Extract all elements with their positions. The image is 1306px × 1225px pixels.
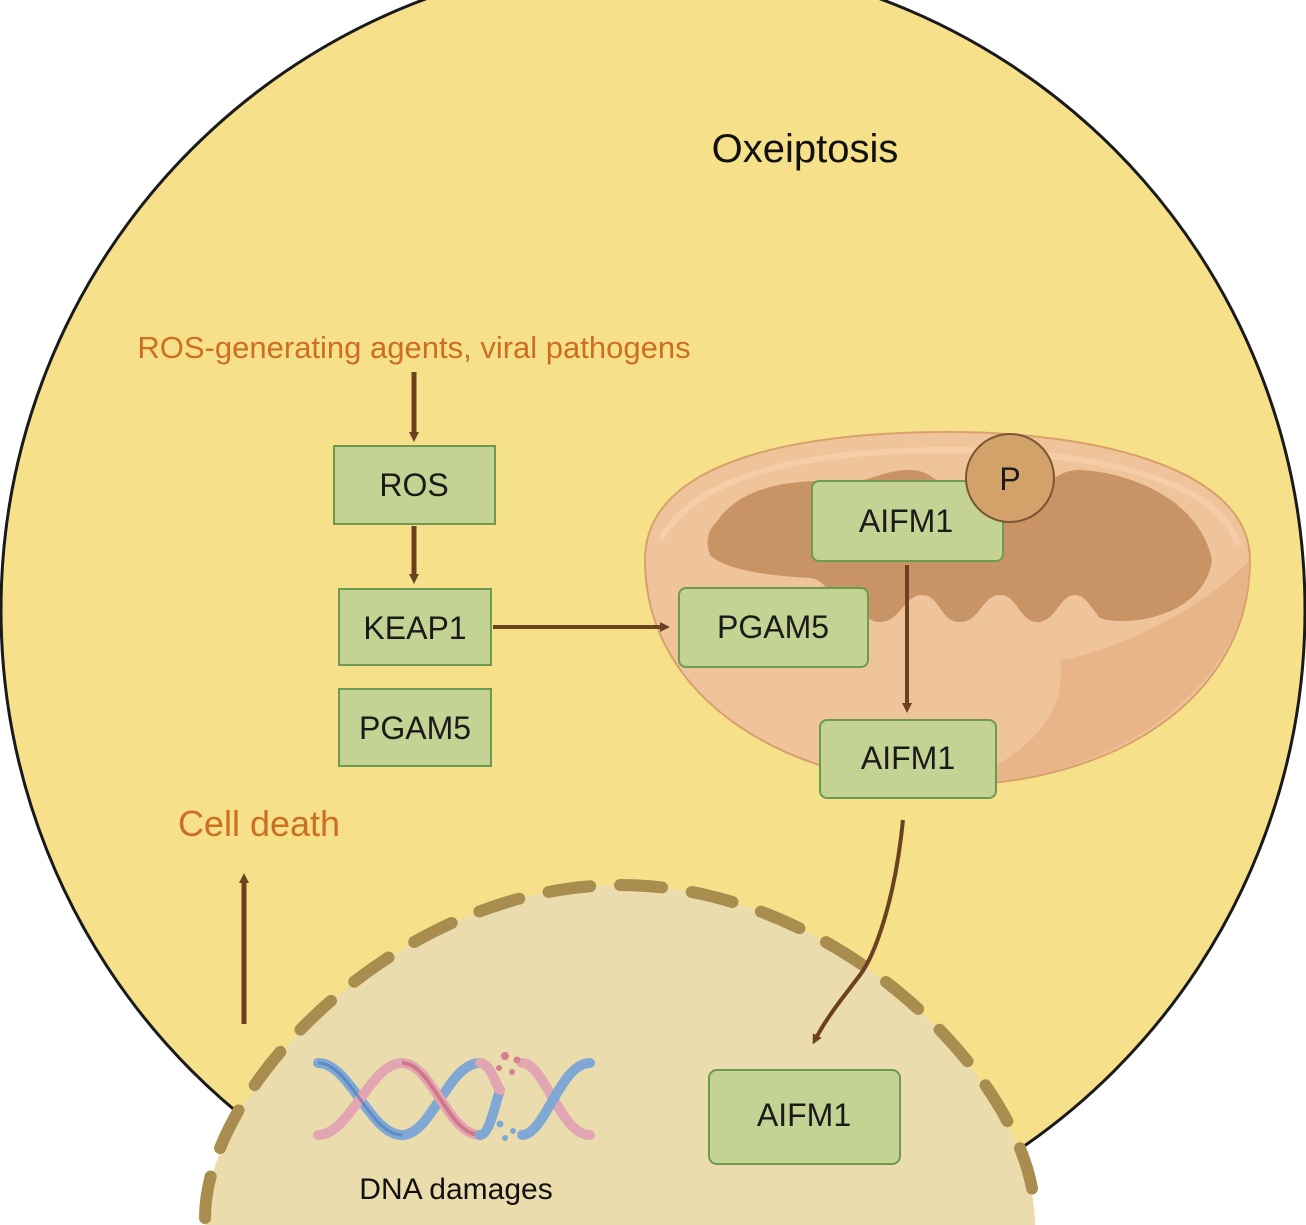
aifm1-nucleus-label: AIFM1 (757, 1097, 851, 1133)
aifm1-mito-box: AIFM1 (811, 480, 1004, 562)
keap1-label: KEAP1 (363, 610, 466, 646)
diagram-title: Oxeiptosis (712, 127, 899, 171)
keap1-box: KEAP1 (338, 588, 492, 666)
pgam5-cytosol-box: PGAM5 (338, 688, 492, 767)
phosphate-marker: P (965, 433, 1055, 523)
trigger-label: ROS-generating agents, viral pathogens (137, 330, 690, 365)
dna-helix-icon (313, 1052, 595, 1141)
cell-death-label: Cell death (178, 803, 340, 844)
dna-damage-label: DNA damages (359, 1173, 552, 1206)
aifm1-released-label: AIFM1 (861, 740, 955, 776)
aifm1-released-box: AIFM1 (819, 719, 997, 799)
pgam5-cytosol-label: PGAM5 (359, 710, 471, 746)
aifm1-mito-label: AIFM1 (859, 503, 953, 539)
ros-box: ROS (333, 445, 496, 525)
pgam5-mito-label: PGAM5 (717, 609, 829, 645)
aifm1-nucleus-box: AIFM1 (708, 1069, 901, 1165)
ros-label: ROS (379, 467, 448, 503)
phosphate-label: P (999, 461, 1020, 497)
pgam5-mito-box: PGAM5 (678, 587, 869, 668)
arrow-aifm1-to-nucleus (812, 819, 905, 1045)
